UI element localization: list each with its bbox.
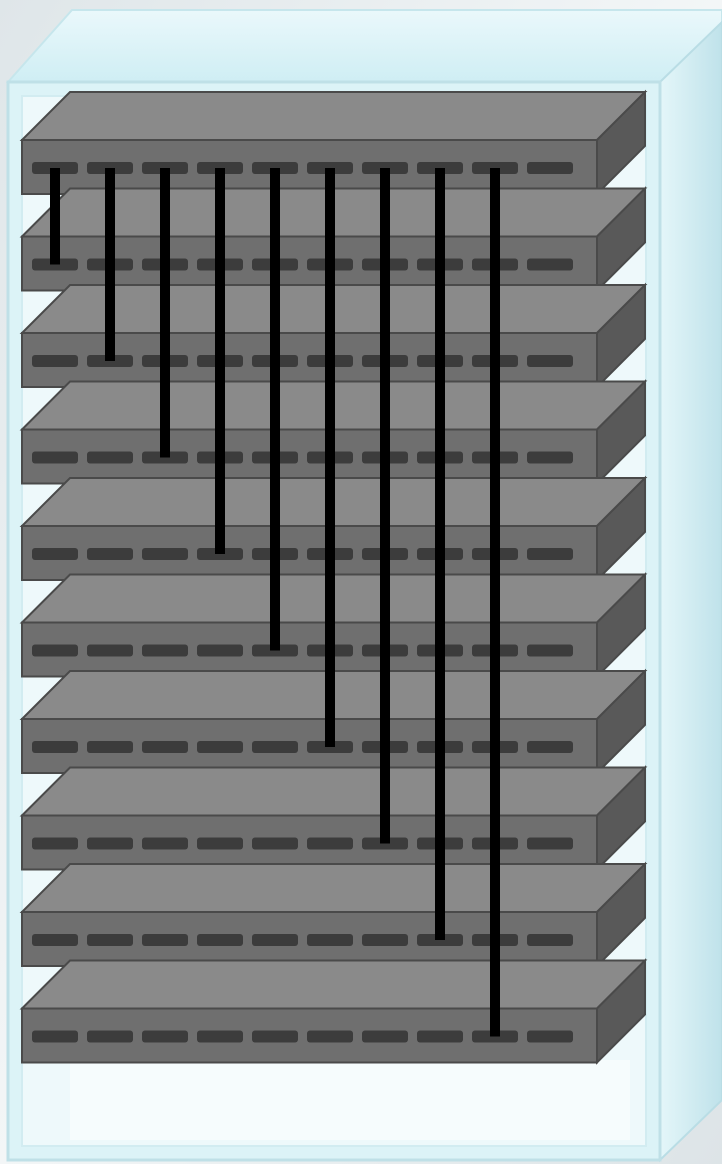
switch-unit-9 — [22, 864, 645, 966]
cabinet-top — [8, 10, 722, 82]
switch-port — [142, 645, 188, 657]
switch-unit-8 — [22, 768, 645, 870]
switch-port — [197, 934, 243, 946]
switch-port — [197, 741, 243, 753]
switch-port — [32, 838, 78, 850]
switch-port — [197, 1031, 243, 1043]
switch-port — [527, 1031, 573, 1043]
switch-port — [32, 645, 78, 657]
switch-port — [87, 741, 133, 753]
switch-top-face — [22, 864, 645, 912]
switch-port — [87, 1031, 133, 1043]
switch-port — [87, 645, 133, 657]
switch-port — [307, 838, 353, 850]
switch-port — [142, 1031, 188, 1043]
switch-port — [417, 1031, 463, 1043]
switch-port — [87, 934, 133, 946]
switch-port — [252, 741, 298, 753]
switch-port — [307, 934, 353, 946]
switch-port — [252, 838, 298, 850]
switch-port — [362, 934, 408, 946]
switch-port — [32, 548, 78, 560]
switch-port — [32, 741, 78, 753]
switch-port — [87, 838, 133, 850]
switch-port — [87, 548, 133, 560]
switch-unit-10 — [22, 961, 645, 1063]
cabinet-glow — [70, 1060, 630, 1140]
switch-port — [32, 1031, 78, 1043]
switch-port — [527, 355, 573, 367]
switch-port — [527, 934, 573, 946]
switch-top-face — [22, 92, 645, 140]
switch-port — [307, 1031, 353, 1043]
switch-port — [252, 934, 298, 946]
switch-port — [142, 934, 188, 946]
switch-port — [197, 838, 243, 850]
switch-port — [527, 548, 573, 560]
switch-port — [87, 452, 133, 464]
switch-port — [142, 741, 188, 753]
switch-port — [527, 162, 573, 174]
switch-port — [142, 548, 188, 560]
switch-port — [32, 934, 78, 946]
switch-top-face — [22, 768, 645, 816]
switch-port — [527, 452, 573, 464]
switch-port — [32, 355, 78, 367]
switch-port — [252, 1031, 298, 1043]
switch-port — [527, 741, 573, 753]
switch-top-face — [22, 961, 645, 1009]
switch-port — [142, 838, 188, 850]
switch-port — [527, 645, 573, 657]
switch-port — [527, 259, 573, 271]
switch-port — [197, 645, 243, 657]
switch-port — [527, 838, 573, 850]
cabinet-side — [660, 22, 722, 1160]
switch-port — [32, 452, 78, 464]
switch-port — [362, 1031, 408, 1043]
